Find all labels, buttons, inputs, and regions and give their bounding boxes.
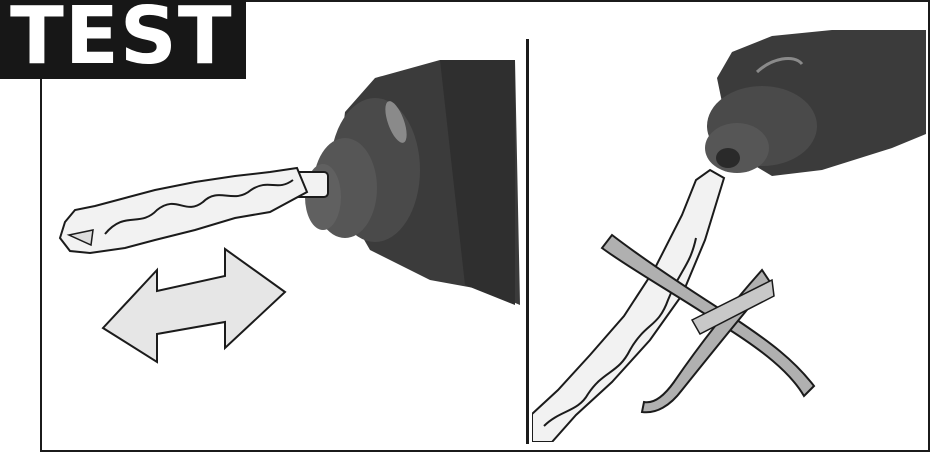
page-title: TEST: [10, 0, 233, 79]
panel-divider: [526, 39, 529, 444]
double-arrow-icon: [101, 247, 287, 364]
drill-bit-icon: [532, 168, 726, 442]
title-box: TEST: [0, 0, 246, 79]
drill-bit-icon: [58, 166, 309, 255]
left-panel-illustration: [58, 60, 520, 364]
right-panel-illustration: [532, 30, 926, 442]
hammer-drill-icon: [705, 30, 926, 176]
cross-icon: [600, 233, 816, 414]
hammer-drill-icon: [292, 60, 520, 305]
